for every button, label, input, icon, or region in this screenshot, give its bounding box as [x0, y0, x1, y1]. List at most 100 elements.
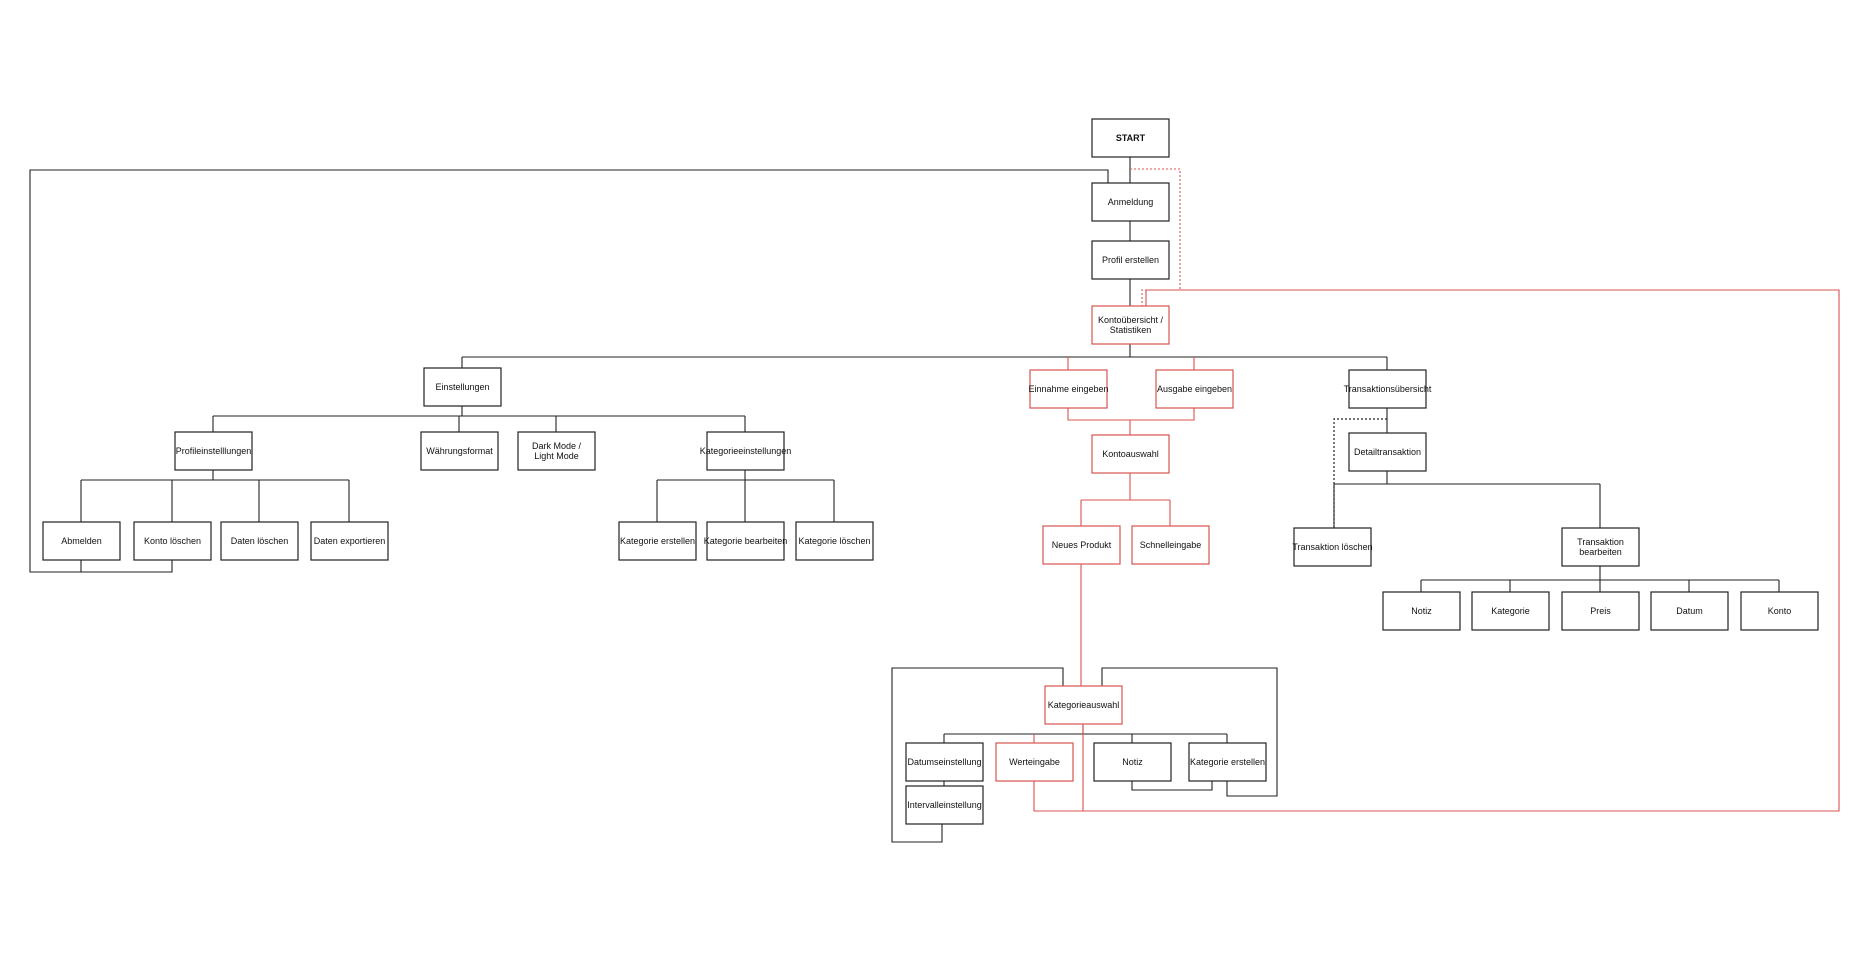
node-label: Detailtransaktion: [1354, 447, 1421, 457]
node-label: Statistiken: [1110, 325, 1152, 335]
node-box: [220, 521, 299, 561]
connector-loop-anmeldung: [29, 169, 1109, 573]
node-ausgabe: Ausgabe eingeben: [1155, 369, 1234, 409]
node-label: Schnelleingabe: [1140, 540, 1202, 550]
node-start: START: [1091, 118, 1170, 158]
node-intervalleinstellung: Intervalleinstellung: [905, 785, 984, 825]
node-einstellungen: Einstellungen: [423, 367, 502, 407]
node-notiz-1: Notiz: [1382, 591, 1461, 631]
node-box: [1091, 240, 1170, 280]
node-label: Abmelden: [61, 536, 102, 546]
node-box: [1042, 525, 1121, 565]
node-box: [1561, 591, 1640, 631]
node-box: [905, 785, 984, 825]
node-label: Anmeldung: [1108, 197, 1154, 207]
node-label: Transaktion: [1577, 537, 1624, 547]
node-einnahme: Einnahme eingeben: [1028, 369, 1109, 409]
node-daten-exportieren: Daten exportieren: [310, 521, 389, 561]
node-box: [420, 431, 499, 471]
node-label: Daten exportieren: [314, 536, 386, 546]
node-anmeldung: Anmeldung: [1091, 182, 1170, 222]
node-label: Kategorie erstellen: [1190, 757, 1265, 767]
node-box: [310, 521, 389, 561]
node-label: Notiz: [1122, 757, 1143, 767]
node-label: Kategorie bearbeiten: [704, 536, 788, 546]
node-label: Intervalleinstellung: [907, 800, 982, 810]
node-label: Datum: [1676, 606, 1703, 616]
node-label: Daten löschen: [231, 536, 289, 546]
node-label: bearbeiten: [1579, 547, 1622, 557]
node-werteingabe: Werteingabe: [995, 742, 1074, 782]
node-label: Kontoübersicht /: [1098, 315, 1164, 325]
diagram-connectors: [29, 157, 1840, 843]
connector-loop-join: [80, 560, 173, 573]
node-label: Datumseinstellung: [907, 757, 981, 767]
node-neues-produkt: Neues Produkt: [1042, 525, 1121, 565]
node-box: [1091, 118, 1170, 158]
node-box: [1091, 434, 1170, 474]
node-box: [706, 521, 785, 561]
node-transaktion-loeschen: Transaktion löschen: [1292, 527, 1373, 567]
node-label: Light Mode: [534, 451, 579, 461]
frame-left: [891, 667, 1064, 843]
node-label: Konto löschen: [144, 536, 201, 546]
node-label: Kategorieauswahl: [1048, 700, 1120, 710]
node-box: [1561, 527, 1640, 567]
node-box: [1348, 432, 1427, 472]
node-box: [1155, 369, 1234, 409]
node-box: [1382, 591, 1461, 631]
node-darkmode: Dark Mode /Light Mode: [517, 431, 596, 471]
node-kontouebersicht: Kontoübersicht /Statistiken: [1091, 305, 1170, 345]
node-box: [1293, 527, 1372, 567]
node-box: [1188, 742, 1267, 782]
node-label: Neues Produkt: [1052, 540, 1112, 550]
node-box: [1471, 591, 1550, 631]
node-kategorie-erstellen-2: Kategorie erstellen: [1188, 742, 1267, 782]
node-kategorie-bearbeiten: Kategorie bearbeiten: [704, 521, 788, 561]
connector-dotted-shortcut: [1130, 168, 1181, 306]
node-label: Profileinstelllungen: [176, 446, 252, 456]
node-box: [1044, 685, 1123, 725]
node-box: [995, 742, 1074, 782]
node-profileinstellungen: Profileinstelllungen: [174, 431, 253, 471]
node-label: Preis: [1590, 606, 1611, 616]
node-box: [1029, 369, 1108, 409]
connector-einnahme-ausgabe-join: [1067, 408, 1195, 421]
node-box: [795, 521, 874, 561]
node-box: [618, 521, 697, 561]
node-box: [1091, 305, 1170, 345]
frame-right: [1101, 667, 1278, 797]
node-label: Transaktionsübersicht: [1344, 384, 1432, 394]
node-box: [905, 742, 984, 782]
node-label: Notiz: [1411, 606, 1432, 616]
node-datumseinstellung: Datumseinstellung: [905, 742, 984, 782]
node-label: Werteingabe: [1009, 757, 1060, 767]
node-profil-erstellen: Profil erstellen: [1091, 240, 1170, 280]
node-datum: Datum: [1650, 591, 1729, 631]
node-box: [1131, 525, 1210, 565]
node-label: Transaktion löschen: [1292, 542, 1372, 552]
node-label: Währungsformat: [426, 446, 493, 456]
node-label: Kategorie: [1491, 606, 1530, 616]
node-waehrungsformat: Währungsformat: [420, 431, 499, 471]
node-daten-loeschen: Daten löschen: [220, 521, 299, 561]
node-label: Konto: [1768, 606, 1792, 616]
node-konto-loeschen: Konto löschen: [133, 521, 212, 561]
node-box: [706, 431, 785, 471]
node-box: [42, 521, 121, 561]
node-label: Einstellungen: [435, 382, 489, 392]
node-label: Profil erstellen: [1102, 255, 1159, 265]
connector-notiz-kategorie: [1131, 781, 1213, 791]
node-abmelden: Abmelden: [42, 521, 121, 561]
node-box: [1093, 742, 1172, 782]
node-label: Kategorie löschen: [798, 536, 870, 546]
node-kategorie-erstellen-1: Kategorie erstellen: [618, 521, 697, 561]
node-notiz-2: Notiz: [1093, 742, 1172, 782]
connector-return-loop: [1033, 289, 1840, 812]
node-kontoauswahl: Kontoauswahl: [1091, 434, 1170, 474]
node-box: [1348, 369, 1427, 409]
node-kategorie-loeschen: Kategorie löschen: [795, 521, 874, 561]
node-label: Kategorieeinstellungen: [700, 446, 792, 456]
node-kategorieeinstellungen: Kategorieeinstellungen: [700, 431, 792, 471]
node-box: [1650, 591, 1729, 631]
